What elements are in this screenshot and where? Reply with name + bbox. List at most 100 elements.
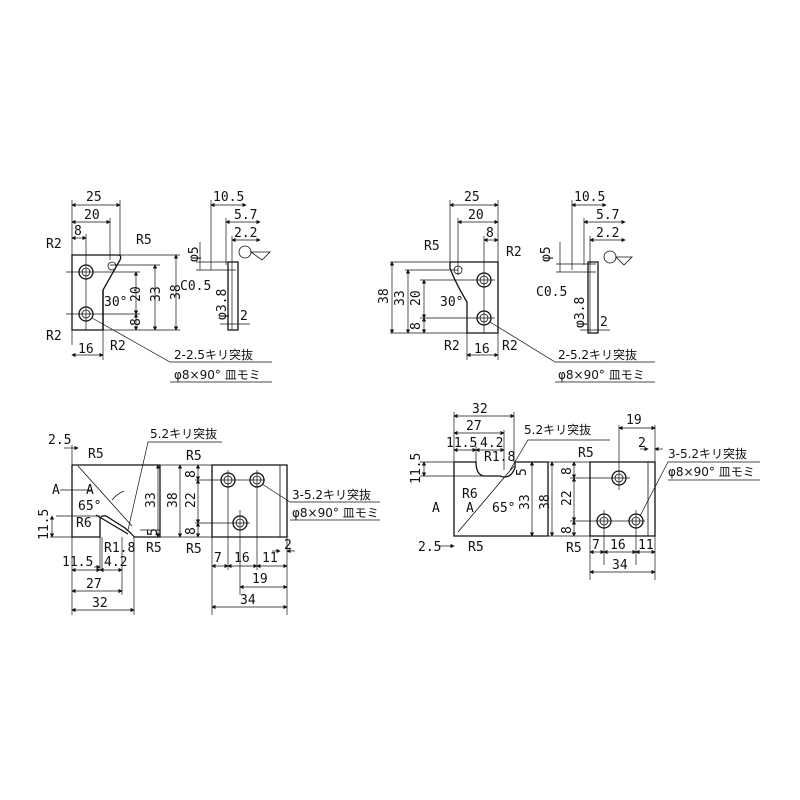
dim-27: 27 (86, 577, 102, 592)
dim-38: 38 (169, 284, 184, 300)
dim-angle: 65° (492, 501, 515, 516)
dim-8: 8 (129, 318, 144, 326)
dim-33: 33 (149, 286, 164, 302)
dim-19: 19 (252, 572, 268, 587)
dim-2-5: 2.5 (48, 433, 71, 448)
dim-4-2: 4.2 (480, 436, 503, 451)
dim-phi5: φ5 (539, 246, 554, 262)
dim-10-5: 10.5 (574, 190, 605, 205)
drawing-bottom-left: 2.5 R5 A A 65° 11.5 R6 R1.8 R5 11.5 4.2 … (37, 426, 380, 615)
dim-2-5: 2.5 (418, 540, 441, 555)
countersink-note: φ8×90° 皿モミ (558, 368, 645, 382)
section-label-a: A (52, 483, 60, 498)
dim-5: 5 (515, 468, 530, 476)
dim-r2: R2 (502, 339, 518, 354)
dim-r5: R5 (186, 542, 202, 557)
dimension-lines (66, 200, 272, 383)
dim-8: 8 (184, 470, 199, 478)
dim-2-2: 2.2 (234, 226, 257, 241)
dim-22: 22 (184, 492, 199, 508)
countersink-note: φ8×90° 皿モミ (292, 506, 379, 520)
dim-2: 2 (284, 538, 292, 553)
dim-8: 8 (409, 322, 424, 330)
dim-11-5: 11.5 (62, 555, 93, 570)
dim-34: 34 (240, 593, 256, 608)
countersunk-hole-icon (220, 472, 265, 531)
dim-5-7: 5.7 (234, 208, 257, 223)
countersunk-hole-icon (78, 261, 117, 322)
dim-r5: R5 (578, 446, 594, 461)
dim-7: 7 (592, 538, 600, 553)
dim-20: 20 (129, 286, 144, 302)
dim-phi3-8: φ3.8 (215, 289, 230, 320)
dim-22: 22 (560, 490, 575, 506)
dim-38: 38 (166, 492, 181, 508)
drawing-top-right: 25 20 8 R5 R2 R2 R2 38 33 20 8 30° 16 2-… (377, 190, 655, 383)
dim-11-5: 11.5 (446, 436, 477, 451)
dim-r1-8: R1.8 (104, 541, 135, 556)
dim-r6: R6 (462, 487, 478, 502)
dim-4-2: 4.2 (104, 555, 127, 570)
countersink-note: φ8×90° 皿モミ (668, 465, 755, 479)
dim-25: 25 (86, 190, 102, 205)
slot-note: 5.2キリ突抜 (524, 422, 591, 437)
dim-8: 8 (486, 226, 494, 241)
dim-2: 2 (240, 309, 248, 324)
dim-11: 11 (638, 538, 654, 553)
dim-19: 19 (626, 413, 642, 428)
dim-r1-8: R1.8 (484, 450, 515, 465)
dim-r2: R2 (444, 339, 460, 354)
dim-7: 7 (214, 551, 222, 566)
dim-2: 2 (638, 436, 646, 451)
dim-2: 2 (600, 315, 608, 330)
plate-outline (71, 254, 122, 331)
dim-20: 20 (409, 290, 424, 306)
side-view (556, 200, 633, 334)
dim-16: 16 (474, 342, 490, 357)
dim-r5: R5 (424, 239, 440, 254)
dim-20: 20 (468, 208, 484, 223)
countersink-note: φ8×90° 皿モミ (174, 368, 261, 382)
dim-r5: R5 (186, 449, 202, 464)
slot-note: 5.2キリ突抜 (150, 426, 217, 441)
dim-r2: R2 (46, 329, 62, 344)
dim-34: 34 (612, 558, 628, 573)
dim-16: 16 (234, 551, 250, 566)
drawing-top-left: 25 20 8 R2 R5 R2 R2 38 33 20 8 30° 16 2-… (46, 190, 272, 383)
dim-11-5: 11.5 (409, 453, 424, 484)
dim-c0-5: C0.5 (536, 285, 567, 300)
hole-note: 3-5.2キリ突抜 (668, 446, 747, 461)
section-label-a: A (86, 483, 94, 498)
dim-8: 8 (560, 467, 575, 475)
dim-8: 8 (184, 527, 199, 535)
dim-angle: 65° (78, 499, 101, 514)
section-label-a: A (466, 501, 474, 516)
dim-r2: R2 (110, 339, 126, 354)
dim-33: 33 (393, 290, 408, 306)
dim-33: 33 (144, 492, 159, 508)
dim-11: 11 (262, 551, 278, 566)
dim-r5: R5 (468, 540, 484, 555)
dim-27: 27 (466, 419, 482, 434)
hole-note: 2-5.2キリ突抜 (558, 347, 637, 362)
section-label-a: A (432, 501, 440, 516)
dim-20: 20 (84, 208, 100, 223)
dim-8: 8 (74, 224, 82, 239)
dim-32: 32 (472, 402, 488, 417)
dim-33: 33 (518, 494, 533, 510)
dim-25: 25 (464, 190, 480, 205)
hole-note: 2-2.5キリ突抜 (174, 347, 253, 362)
dim-38: 38 (538, 494, 553, 510)
dim-c0-5: C0.5 (180, 279, 211, 294)
dim-angle: 30° (104, 295, 127, 310)
side-view (196, 200, 271, 331)
dim-r2: R2 (46, 237, 62, 252)
dim-5-7: 5.7 (596, 208, 619, 223)
dim-8: 8 (560, 526, 575, 534)
dim-16: 16 (610, 538, 626, 553)
dim-5: 5 (146, 528, 161, 536)
dim-r2: R2 (506, 245, 522, 260)
dim-r6: R6 (76, 516, 92, 531)
dim-38: 38 (377, 288, 392, 304)
